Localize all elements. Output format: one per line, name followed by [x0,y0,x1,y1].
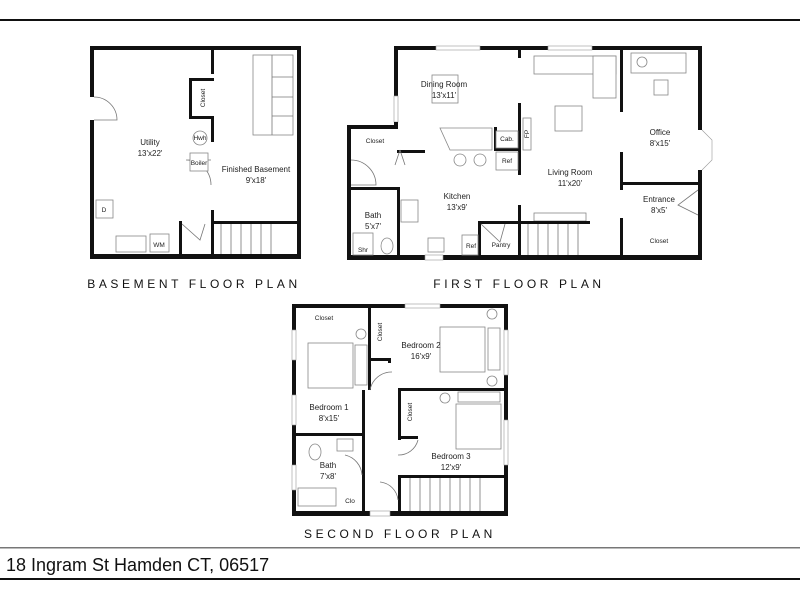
first-floor-plan-title: FIRST FLOOR PLAN [433,277,604,291]
stairs [220,224,272,254]
bed [307,342,354,389]
room-name-finished-basement: Finished Basement [222,165,291,174]
address-top-rule [0,547,800,549]
stairs [527,224,579,255]
washer-label: WM [153,242,165,249]
room-name-bath: Bath [365,211,381,220]
room-size-bedroom-1: 8'x15' [319,414,340,423]
stove [400,199,419,223]
room-name-entrance: Entrance [643,195,676,204]
dining-table [431,74,459,104]
room-size-dining-room: 13'x11' [432,91,457,100]
ref-label: Ref [502,158,512,165]
door-swing [181,223,206,241]
closet-label: Closet [366,138,385,145]
room-name-bedroom-1: Bedroom 1 [309,403,349,412]
second-floor-plan: Bedroom 2 16'x9' Bedroom 1 8'x15' Bedroo… [291,303,509,541]
kitchen-island [439,127,493,151]
room-name-bedroom-3: Bedroom 3 [431,452,471,461]
bathtub [297,487,337,507]
bed [439,326,486,373]
room-name-bath: Bath [320,461,336,470]
dryer [95,199,114,219]
kitchen-sink [427,237,445,253]
washer [149,233,170,253]
pantry-label: Pantry [492,242,512,249]
stairs [409,478,481,511]
room-size-living-room: 11'x20' [558,179,583,188]
closet-label: Closet [650,238,669,245]
room-name-dining-room: Dining Room [421,80,468,89]
sectional-sofa [252,54,294,136]
basement-plan-title: BASEMENT FLOOR PLAN [87,277,301,291]
room-name-office: Office [650,128,671,137]
room-size-kitchen: 13'x9' [447,203,468,212]
property-address: 18 Ingram St Hamden CT, 06517 [6,555,269,575]
room-name-living-room: Living Room [548,168,593,177]
bay-window [701,129,713,171]
room-size-utility: 13'x22' [138,149,163,158]
room-name-utility: Utility [140,138,160,147]
room-size-entrance: 8'x5' [651,206,667,215]
room-name-kitchen: Kitchen [444,192,471,201]
boiler-label: Boiler [191,160,208,167]
water-heater [192,130,208,146]
dryer-label: D [102,207,107,214]
room-size-bath: 7'x8' [320,472,336,481]
closet-label: Closet [377,323,384,342]
door-swing [93,96,118,121]
refrigerator [461,234,479,256]
room-size-finished-basement: 9'x18' [246,176,267,185]
bed [455,403,502,450]
closet-label: Closet [407,403,414,422]
room-size-office: 8'x15' [650,139,671,148]
first-floor-plan: Dining Room 13'x11' Living Room 11'x20' … [347,45,713,291]
hwh-label: Hwh [193,135,206,142]
vanity-sink [336,438,354,452]
top-rule [0,19,800,21]
fireplace-label: FP [524,130,531,138]
toilet [308,443,322,461]
office-chair [653,79,669,96]
coffee-table [554,105,583,132]
closet-label: Closet [315,315,334,322]
shower [352,232,374,256]
room-size-bedroom-2: 16'x9' [411,352,432,361]
room-size-bedroom-3: 12'x9' [441,463,462,472]
second-floor-plan-title: SECOND FLOOR PLAN [304,527,496,541]
closet-label: Closet [200,89,207,108]
toilet [380,237,394,255]
basement-plan: Utility 13'x22' Finished Basement 9'x18'… [87,46,301,291]
fireplace [522,117,532,151]
utility-sink [115,235,147,253]
room-name-bedroom-2: Bedroom 2 [401,341,441,350]
boiler [189,152,209,172]
ref-label: Ref [466,243,476,250]
clo-label: Clo [345,498,355,505]
cab-label: Cab. [500,136,514,143]
address-bottom-rule [0,578,800,580]
shower-label: Shr [358,247,369,254]
room-size-bath: 5'x7' [365,222,381,231]
